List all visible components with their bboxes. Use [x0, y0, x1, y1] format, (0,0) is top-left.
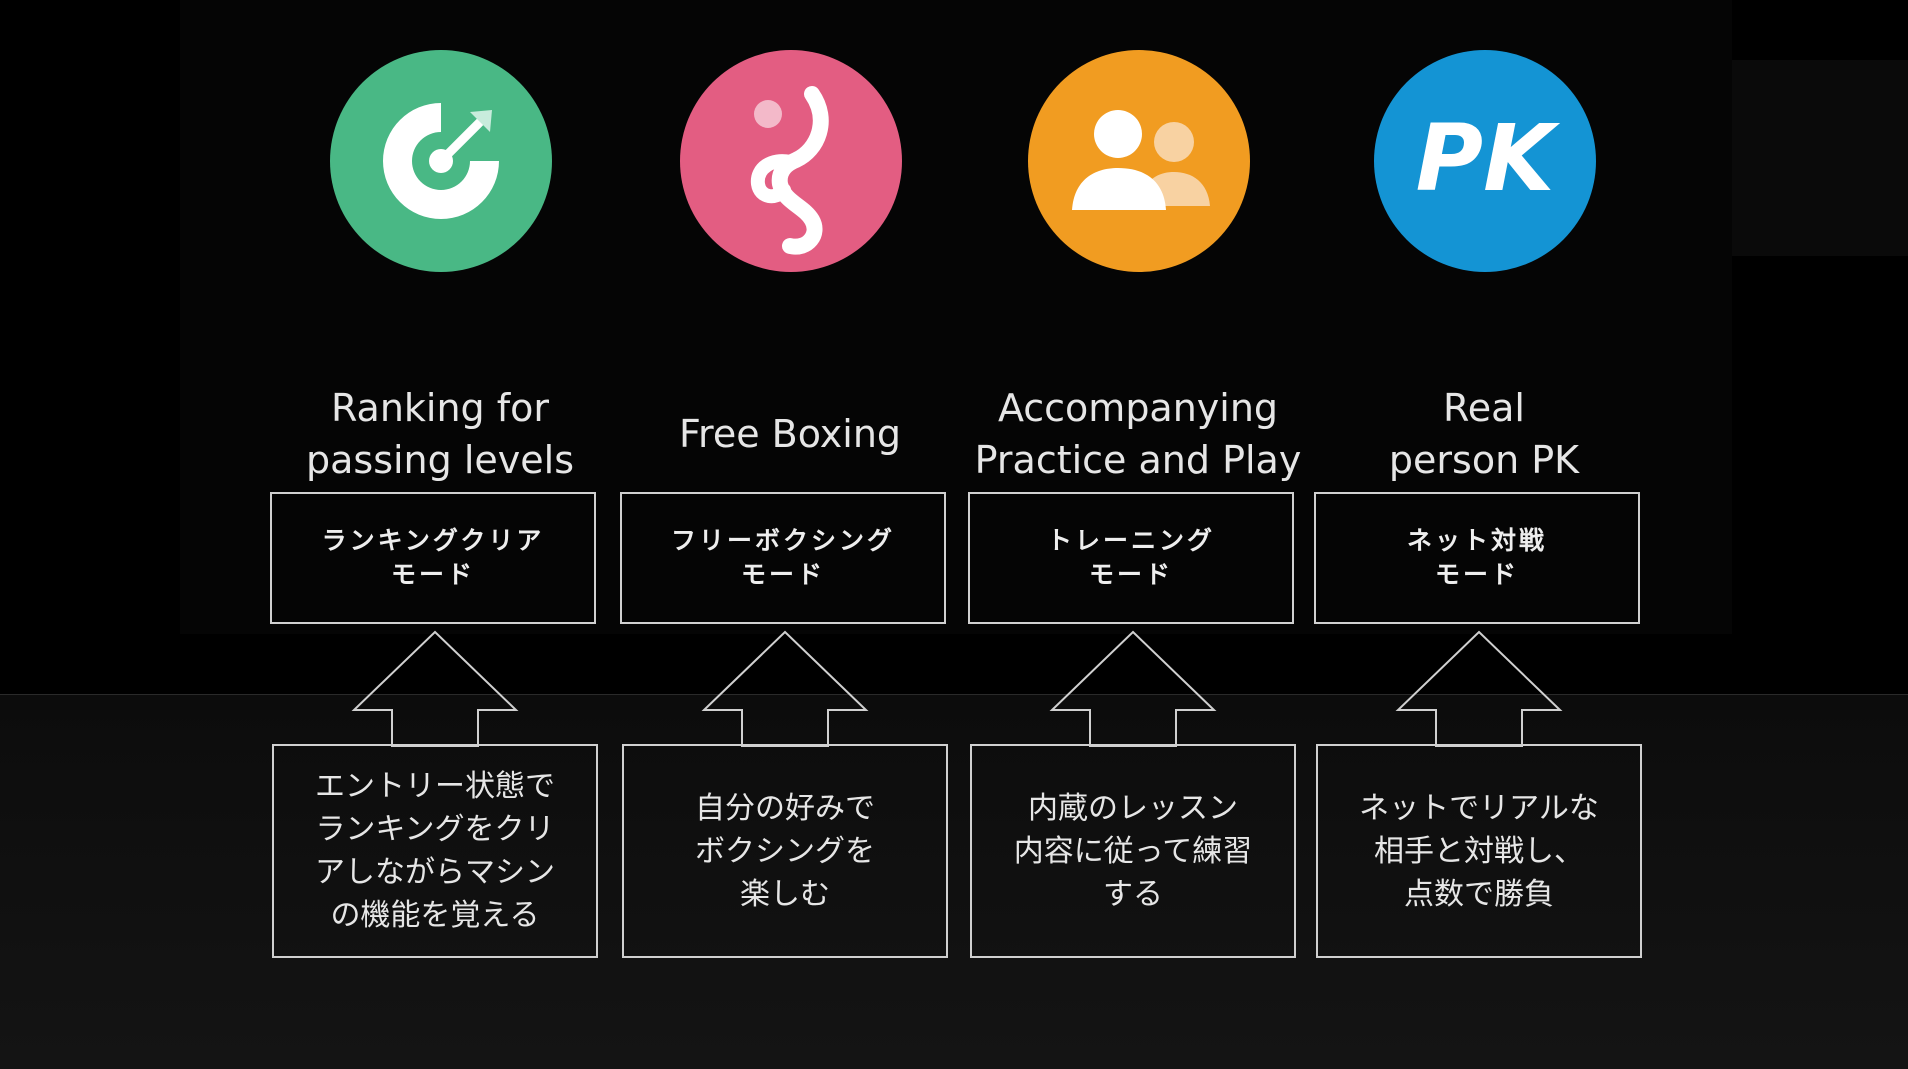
mode-title: Accompanying Practice and Play: [974, 386, 1302, 482]
mode-title: Free Boxing: [678, 412, 902, 456]
mode-description: エントリー状態で ランキングをクリ アしながらマシン の機能を覚える: [272, 744, 598, 958]
users-icon: [1028, 50, 1250, 272]
mode-name-box: フリーボクシング モード: [620, 492, 946, 624]
up-arrow: [968, 628, 1308, 750]
target-arrow-icon: [330, 50, 552, 272]
mode-name-box: ネット対戦 モード: [1314, 492, 1640, 624]
up-arrow: [270, 628, 610, 750]
lower-band: [0, 694, 1908, 1069]
mode-title: Ranking for passing levels: [305, 386, 574, 482]
up-arrow: [1314, 628, 1654, 750]
up-arrow: [620, 628, 960, 750]
mode-description: ネットでリアルな 相手と対戦し、 点数で勝負: [1316, 744, 1642, 958]
mode-description: 自分の好みで ボクシングを 楽しむ: [622, 744, 948, 958]
svg-text:PK: PK: [1416, 105, 1560, 212]
panel-edge: [1732, 60, 1908, 256]
mode-description: 内蔵のレッスン 内容に従って練習 する: [970, 744, 1296, 958]
pk-icon: PK: [1374, 50, 1596, 272]
mode-title: Real person PK: [1388, 386, 1580, 482]
mode-name-box: トレーニング モード: [968, 492, 1294, 624]
mode-name-box: ランキングクリア モード: [270, 492, 596, 624]
band-divider: [0, 694, 1908, 695]
boxer-icon: [680, 50, 902, 272]
